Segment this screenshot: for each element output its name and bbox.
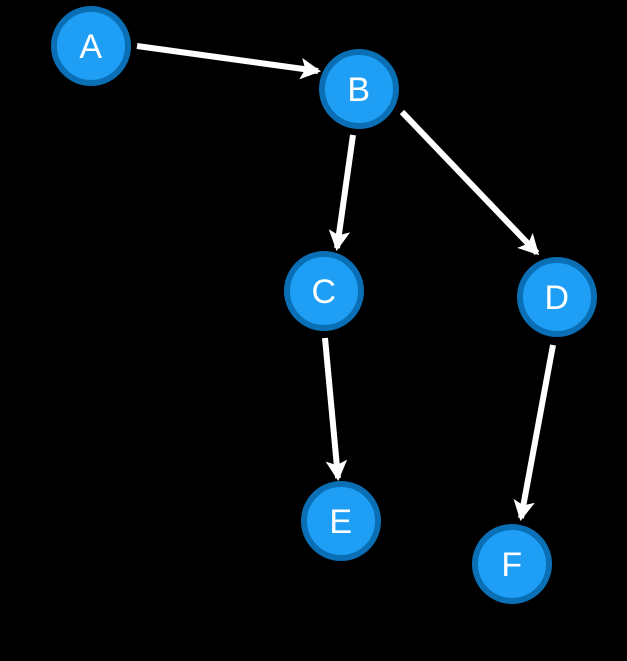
node-c[interactable]: C bbox=[284, 251, 364, 331]
node-f[interactable]: F bbox=[472, 524, 552, 604]
node-a-label: A bbox=[79, 28, 102, 66]
node-c-circle[interactable] bbox=[284, 251, 364, 331]
node-e-circle[interactable] bbox=[301, 481, 381, 561]
node-b[interactable]: B bbox=[319, 49, 399, 129]
node-c-label: C bbox=[311, 273, 336, 311]
node-a-circle[interactable] bbox=[51, 6, 131, 86]
edge-layer bbox=[136, 43, 556, 521]
edge-d-to-f[interactable] bbox=[513, 344, 556, 521]
edge-b-to-d[interactable] bbox=[399, 109, 540, 256]
edge-b-to-c[interactable] bbox=[328, 134, 356, 251]
edge-a-to-b[interactable] bbox=[136, 43, 321, 80]
node-b-label: B bbox=[347, 71, 370, 109]
node-f-circle[interactable] bbox=[472, 524, 552, 604]
node-e-label: E bbox=[329, 503, 352, 541]
node-b-circle[interactable] bbox=[319, 49, 399, 129]
node-e[interactable]: E bbox=[301, 481, 381, 561]
edge-c-to-e[interactable] bbox=[322, 337, 348, 481]
node-d-label: D bbox=[544, 279, 569, 317]
node-d[interactable]: D bbox=[517, 257, 597, 337]
node-f-label: F bbox=[501, 546, 522, 584]
node-layer: A B C D E F bbox=[51, 6, 597, 604]
node-d-circle[interactable] bbox=[517, 257, 597, 337]
node-a[interactable]: A bbox=[51, 6, 131, 86]
